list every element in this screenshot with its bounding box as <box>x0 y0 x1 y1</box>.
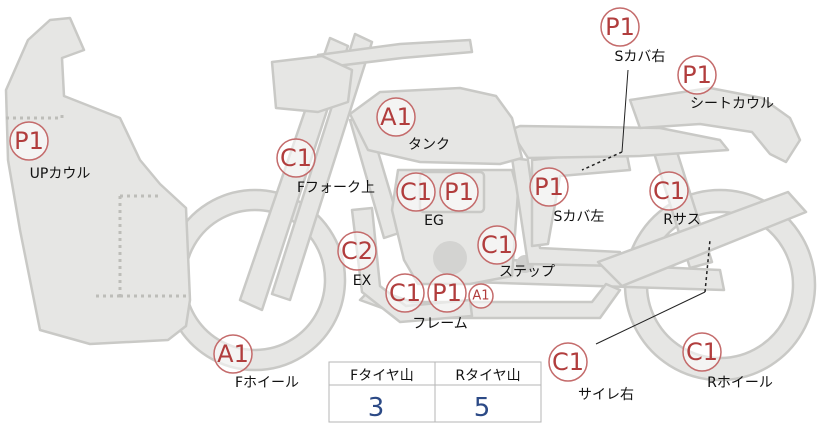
upper-cowl-panel-lines <box>6 112 186 298</box>
badge-frame-grade-2: P1 <box>432 279 462 307</box>
label-s-cover-right: Sカバ右 <box>615 49 666 65</box>
badge-seat-cowl-grade: P1 <box>682 61 712 89</box>
label-s-cover-left: Sカバ左 <box>554 209 605 225</box>
badge-silencer-right: C1 <box>548 342 588 382</box>
badge-up-cowl-grade: P1 <box>14 127 44 155</box>
badge-ex: C2 <box>337 231 377 271</box>
badge-s-cover-right-grade: P1 <box>605 13 635 41</box>
label-frame: フレーム <box>412 316 468 332</box>
upper-cowl-shape <box>4 16 192 346</box>
s-cover-right-leader-dash <box>581 151 623 171</box>
front-tire-value: 3 <box>368 393 385 423</box>
label-f-fork-upper: Fフォーク上 <box>297 180 375 196</box>
label-up-cowl: UPカウル <box>30 166 91 182</box>
badge-f-wheel-grade: A1 <box>217 340 249 368</box>
badge-eg-grade-2: P1 <box>444 178 474 206</box>
badge-tank-grade: A1 <box>380 103 412 131</box>
silencer-right-leader-dash <box>704 239 711 293</box>
front-tire-header: Fタイヤ山 <box>350 368 414 384</box>
label-ex: EX <box>353 273 372 289</box>
badge-s-cover-left: P1 <box>529 167 569 207</box>
tire-tread-table: Fタイヤ山 Rタイヤ山 3 5 <box>328 361 542 423</box>
s-cover-right-leader <box>621 69 629 153</box>
silencer-shape <box>596 190 808 288</box>
badge-f-fork-upper-grade: C1 <box>280 144 312 172</box>
part-labels: UPカウル Fホイール Fフォーク上 タンク EG EX フレーム ステップ S… <box>30 49 774 403</box>
label-silencer-right: サイレ右 <box>578 387 634 403</box>
rear-tire-header: Rタイヤ山 <box>455 368 520 384</box>
badge-eg-grade-1: C1 <box>400 178 432 206</box>
badge-s-cover-right: P1 <box>600 7 640 47</box>
leader-lines <box>581 69 711 345</box>
label-r-wheel: Rホイール <box>707 375 773 391</box>
engine-cover-shape <box>433 241 467 275</box>
label-f-wheel: Fホイール <box>235 375 299 391</box>
label-eg: EG <box>424 213 444 229</box>
meter-shape <box>270 54 354 114</box>
badge-tank: A1 <box>376 97 416 137</box>
badge-s-cover-left-grade: P1 <box>534 173 564 201</box>
silencer-right-leader <box>595 291 706 345</box>
badge-ex-grade: C2 <box>341 237 373 265</box>
badge-up-cowl: P1 <box>9 121 49 161</box>
badge-step-grade: C1 <box>481 231 513 259</box>
label-tank: タンク <box>408 137 450 153</box>
label-r-suspension: Rサス <box>663 212 700 228</box>
condition-badges: P1 A1 C1 A1 C1 P1 C2 C1 <box>9 7 722 382</box>
badge-eg-1: C1 <box>396 172 436 212</box>
badge-frame-grade-3: A1 <box>472 289 489 304</box>
badge-seat-cowl: P1 <box>677 55 717 95</box>
label-step: ステップ <box>499 264 555 280</box>
badge-r-suspension: C1 <box>649 171 689 211</box>
seat-cowl-shape <box>628 86 802 164</box>
label-seat-cowl: シートカウル <box>690 96 774 112</box>
badge-r-suspension-grade: C1 <box>653 177 685 205</box>
badge-f-fork-upper: C1 <box>276 138 316 178</box>
badge-frame-1: C1 <box>385 273 425 313</box>
rear-tire-value: 5 <box>474 393 491 423</box>
badge-r-wheel: C1 <box>682 332 722 372</box>
seat-shape <box>508 124 730 160</box>
badge-frame-2: P1 <box>427 273 467 313</box>
badge-frame-grade-1: C1 <box>389 279 421 307</box>
badge-eg-2: P1 <box>439 172 479 212</box>
badge-f-wheel: A1 <box>213 334 253 374</box>
badge-r-wheel-grade: C1 <box>686 338 718 366</box>
badge-frame-3: A1 <box>468 283 494 309</box>
badge-silencer-right-grade: C1 <box>552 348 584 376</box>
badge-step: C1 <box>477 225 517 265</box>
